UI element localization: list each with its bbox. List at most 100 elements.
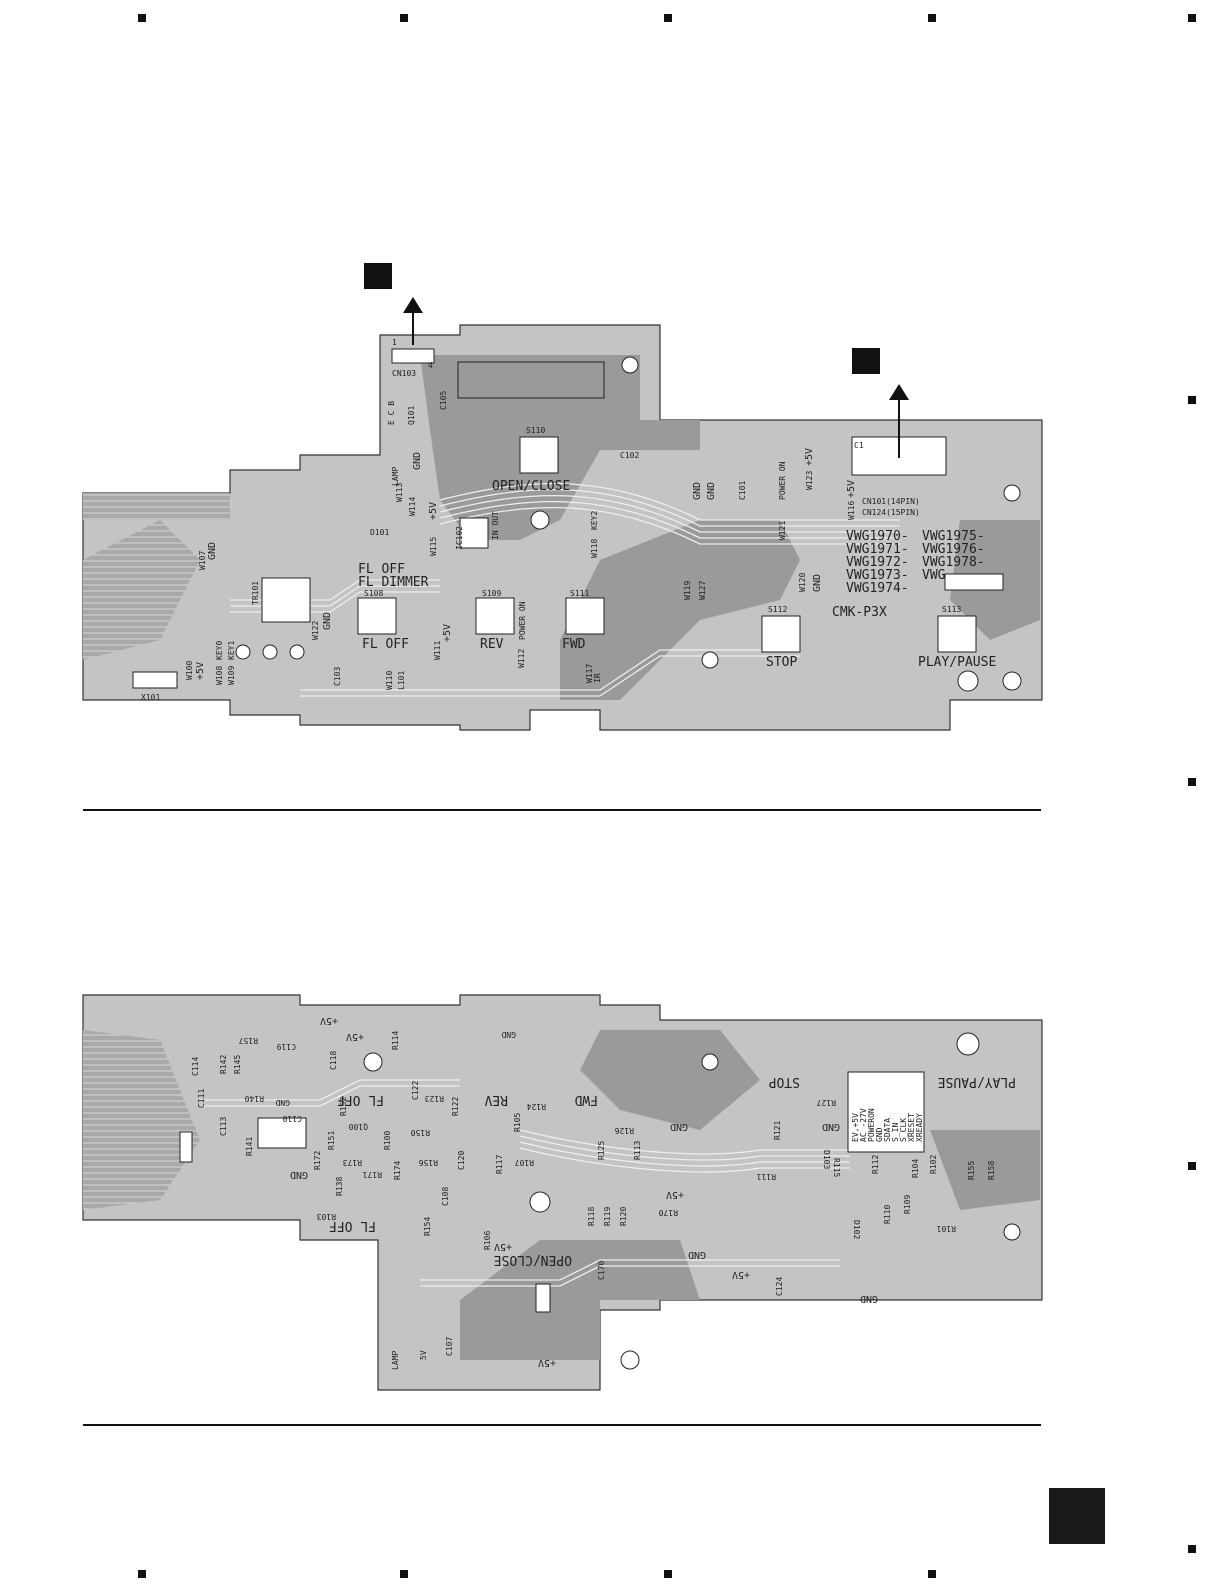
s108-label: FL OFF — [362, 637, 409, 652]
part-ref: R102 — [929, 1155, 938, 1174]
part-ref: R151 — [327, 1131, 336, 1150]
c105-footprint — [457, 361, 605, 399]
part-ref: R118 — [587, 1207, 596, 1226]
rev-label: REV — [484, 1092, 508, 1107]
net-label-gnd: GND — [412, 452, 423, 470]
part-ref: R105 — [513, 1113, 522, 1132]
part-ref: R123 — [425, 1094, 444, 1103]
registration-mark — [1188, 778, 1196, 786]
trace-bundle — [83, 493, 230, 520]
net-label-gnd: GND — [692, 482, 703, 500]
part-ref: R110 — [883, 1205, 892, 1224]
part-ref: C108 — [441, 1187, 450, 1206]
fl-off-label: FL OFF — [337, 1092, 384, 1107]
part-ref: R124 — [527, 1102, 546, 1111]
ic-pin-label: AC -27V — [859, 1108, 868, 1142]
part-ref: R109 — [903, 1195, 912, 1214]
net-label-gnd: GND — [670, 1121, 688, 1132]
part-ref-w123: W123 — [805, 471, 814, 490]
part-ref: C170 — [597, 1261, 606, 1280]
cn103-pin4: 4 — [428, 361, 433, 370]
part-ref: R158 — [987, 1161, 996, 1180]
cn103-pin1: 1 — [392, 338, 397, 347]
registration-mark — [928, 14, 936, 22]
net-label-key1: KEY1 — [227, 641, 236, 660]
c1-label: C1 — [854, 441, 864, 450]
five-v-label: 5V — [419, 1350, 428, 1360]
x101-crystal — [132, 671, 178, 689]
lamp-label: LAMP — [391, 1351, 400, 1370]
copper-pour — [560, 520, 800, 700]
part-ref: R120 — [619, 1207, 628, 1226]
ic-pin-label: S_CLK — [899, 1118, 908, 1142]
part-ref-w121: W121 — [778, 521, 787, 540]
s109-ref: S109 — [482, 589, 501, 598]
net-label-plus5v: +5V — [846, 480, 857, 498]
vwg-code: VWG1972- — [846, 555, 909, 570]
part-ref-w112: W112 — [517, 649, 526, 668]
s108-ref: S108 — [364, 589, 383, 598]
ic102-footprint — [459, 517, 489, 549]
part-ref: R150 — [411, 1128, 430, 1137]
part-ref: R103 — [317, 1212, 336, 1221]
cn101-label: CN101(14PIN) — [862, 497, 920, 506]
s111-label: FWD — [562, 637, 586, 652]
registration-mark — [664, 1570, 672, 1578]
part-ref: R145 — [233, 1055, 242, 1074]
registration-mark — [138, 14, 146, 22]
vwg-code: VWG1973- — [846, 568, 909, 583]
part-ref: R156 — [419, 1158, 438, 1167]
net-label-plus5v: +5V — [666, 1189, 684, 1200]
part-ref: R115 — [832, 1158, 841, 1177]
s112-label: STOP — [766, 655, 797, 670]
net-label-plus5v: +5V — [494, 1241, 512, 1252]
net-label-gnd: GND — [688, 1249, 706, 1260]
part-ref-w114: W114 — [408, 497, 417, 516]
ic-pin-label: XRESET — [907, 1113, 916, 1142]
part-ref: R155 — [967, 1161, 976, 1180]
registration-mark — [664, 14, 672, 22]
part-ref: C110 — [283, 1114, 302, 1123]
net-label-key2: KEY2 — [590, 511, 599, 530]
registration-mark — [1188, 1162, 1196, 1170]
part-ref-d101: D101 — [370, 528, 389, 537]
cn124-label: CN124(15PIN) — [862, 508, 920, 517]
part-ref: R113 — [633, 1141, 642, 1160]
part-footprint — [179, 1131, 193, 1163]
ic-footprint — [847, 1071, 925, 1153]
net-label-plus5v: +5V — [804, 448, 815, 466]
net-label-plus5v: +5V — [538, 1357, 556, 1368]
part-ref-w127: W127 — [698, 581, 707, 600]
s110-ref: S110 — [526, 426, 545, 435]
part-ref: C113 — [219, 1117, 228, 1136]
divider-bottom — [83, 1424, 1041, 1426]
part-ref-w115: W115 — [429, 537, 438, 556]
part-ref: R171 — [363, 1170, 382, 1179]
s112-ref: S112 — [768, 605, 787, 614]
model-label: CMK-P3X — [832, 605, 887, 620]
top-board-outline — [82, 324, 1043, 731]
play-pause-label: PLAY/PAUSE — [938, 1074, 1016, 1089]
registration-mark — [1188, 14, 1196, 22]
vwg-code: VWG1970- — [846, 529, 909, 544]
vwg-code: VWG — [922, 568, 946, 583]
mounting-holes — [363, 1032, 1021, 1370]
vwg-code: VWG1971- — [846, 542, 909, 557]
part-ref: C120 — [457, 1151, 466, 1170]
part-ref-w111: W111 — [433, 641, 442, 660]
part-ref-c103: C103 — [333, 667, 342, 686]
part-ref: C107 — [445, 1337, 454, 1356]
part-ref-w107: W107 — [198, 551, 207, 570]
registration-mark — [1188, 1545, 1196, 1553]
part-ref-w118: W118 — [590, 539, 599, 558]
registration-mark — [1188, 396, 1196, 404]
net-label-gnd: GND — [860, 1293, 878, 1304]
net-label-gnd: GND — [706, 482, 717, 500]
net-label-plus5v: +5V — [428, 502, 439, 520]
net-label-gnd: GND — [207, 542, 218, 560]
part-ref: C122 — [411, 1081, 420, 1100]
part-ref-w100: W100 — [185, 661, 194, 680]
part-ref: R119 — [603, 1207, 612, 1226]
top-board: CN103 1 4 C1 CN101(14PIN) CN124(15PIN) X… — [82, 263, 1043, 731]
